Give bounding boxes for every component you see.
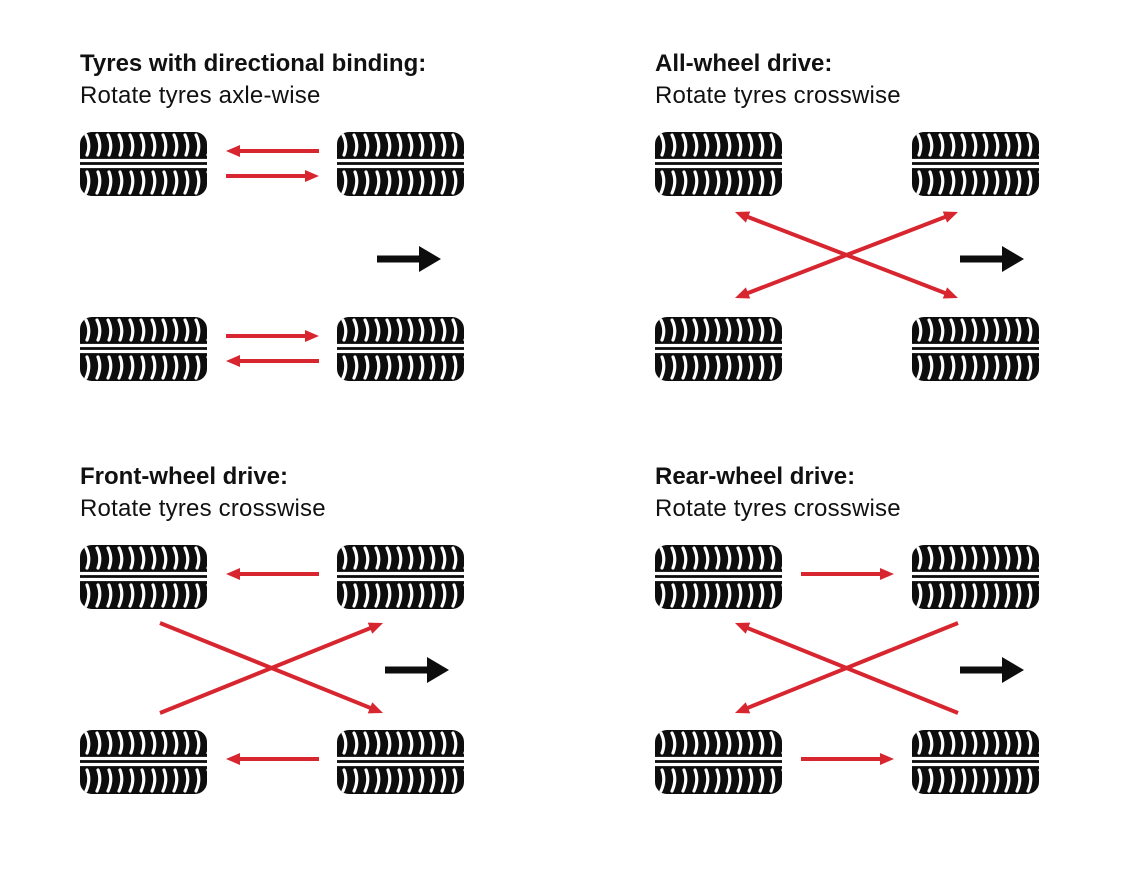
rotation-arrow bbox=[735, 211, 958, 299]
direction-arrow-icon bbox=[960, 246, 1024, 272]
rotation-arrow bbox=[226, 330, 319, 342]
rotation-arrow bbox=[159, 622, 383, 715]
tyre-tread-icon bbox=[80, 730, 207, 794]
tyre-tread-icon bbox=[655, 132, 782, 196]
tyre-tread-icon bbox=[80, 545, 207, 609]
rotation-arrow bbox=[226, 753, 319, 765]
rotation-diagram bbox=[655, 545, 1039, 794]
rotation-arrow bbox=[735, 622, 959, 715]
tyre-tread-icon bbox=[337, 132, 464, 196]
rotation-arrow bbox=[735, 621, 959, 714]
tyre-tread-icon bbox=[337, 730, 464, 794]
rotation-arrow bbox=[226, 170, 319, 182]
panel-front-wheel-drive: Front-wheel drive: Rotate tyres crosswis… bbox=[80, 461, 640, 881]
panel-rear-wheel-drive: Rear-wheel drive: Rotate tyres crosswise bbox=[655, 461, 1140, 881]
tyre-tread-icon bbox=[80, 132, 207, 196]
tyre-tread-icon bbox=[337, 317, 464, 381]
panel-subtitle: Rotate tyres crosswise bbox=[80, 495, 326, 522]
tyre-tread-icon bbox=[912, 132, 1039, 196]
rotation-diagram bbox=[655, 132, 1039, 381]
tyre-tread-icon bbox=[912, 545, 1039, 609]
tyre-tread-icon bbox=[655, 545, 782, 609]
panel-title: Front-wheel drive: bbox=[80, 463, 289, 490]
panel-title: Tyres with directional binding: bbox=[80, 50, 427, 77]
direction-arrow-icon bbox=[385, 657, 449, 683]
rotation-arrow bbox=[226, 355, 319, 367]
panel-directional: Tyres with directional binding: Rotate t… bbox=[80, 48, 640, 468]
rotation-diagram bbox=[80, 132, 464, 381]
tyre-tread-icon bbox=[337, 545, 464, 609]
panel-all-wheel-drive: All-wheel drive: Rotate tyres crosswise bbox=[655, 48, 1140, 468]
direction-arrow-icon bbox=[377, 246, 441, 272]
tyre-tread-icon bbox=[912, 317, 1039, 381]
rotation-arrow bbox=[801, 568, 894, 580]
panel-subtitle: Rotate tyres axle-wise bbox=[80, 82, 321, 109]
panel-title: Rear-wheel drive: bbox=[655, 463, 856, 490]
tyre-tread-icon bbox=[912, 730, 1039, 794]
panel-subtitle: Rotate tyres crosswise bbox=[655, 495, 901, 522]
panel-title: All-wheel drive: bbox=[655, 50, 833, 77]
rotation-arrow bbox=[226, 568, 319, 580]
tyre-tread-icon bbox=[80, 317, 207, 381]
rotation-arrow bbox=[226, 145, 319, 157]
tyre-tread-icon bbox=[655, 317, 782, 381]
rotation-diagram bbox=[80, 545, 464, 794]
direction-arrow-icon bbox=[960, 657, 1024, 683]
rotation-arrow bbox=[159, 621, 383, 714]
rotation-arrow bbox=[801, 753, 894, 765]
tyre-tread-icon bbox=[655, 730, 782, 794]
panel-subtitle: Rotate tyres crosswise bbox=[655, 82, 901, 109]
